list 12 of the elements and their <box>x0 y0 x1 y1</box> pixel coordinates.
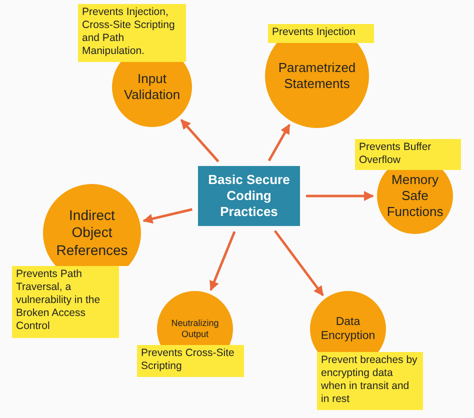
sticky-note: Prevents Path Traversal, a vulnerability in the Broken Access Control <box>12 266 119 338</box>
sticky-note: Prevents Buffer Overflow <box>355 139 461 170</box>
sticky-note: Prevents Injection, Cross-Site Scripting and Path Manipulation. <box>78 4 186 62</box>
arrow <box>306 191 374 201</box>
arrow <box>268 124 290 162</box>
sticky-note: Prevents Cross-Site Scripting <box>137 345 244 377</box>
arrow <box>142 208 192 224</box>
sticky-note: Prevent breaches by encrypting data when in transit and in rest <box>317 352 423 410</box>
arrow <box>274 230 324 296</box>
arrow <box>210 231 236 291</box>
arrow <box>180 119 220 162</box>
topic-box: Basic Secure Coding Practices <box>198 166 300 226</box>
